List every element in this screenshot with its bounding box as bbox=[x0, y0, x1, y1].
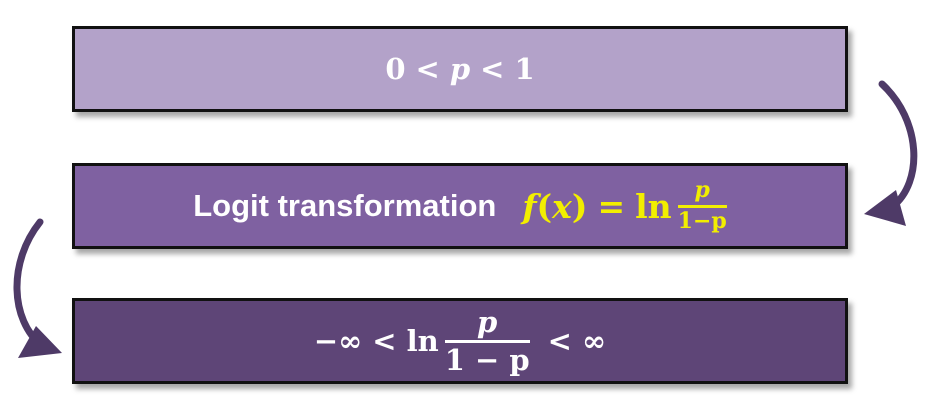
output-range-expression: −∞ < ln p 1 − p < ∞ bbox=[314, 307, 606, 375]
ln-operator: ln bbox=[406, 324, 439, 358]
less-than-symbol: < bbox=[480, 52, 505, 86]
output-range-box: −∞ < ln p 1 − p < ∞ bbox=[72, 298, 848, 384]
log-odds-fraction: p 1 − p bbox=[444, 305, 530, 377]
close-paren: ) bbox=[571, 186, 588, 226]
negative-infinity: −∞ bbox=[313, 324, 363, 358]
zero-text: 0 bbox=[385, 52, 406, 86]
one-text: 1 bbox=[514, 52, 535, 86]
less-than-symbol: < bbox=[372, 324, 397, 358]
fraction-numerator: p bbox=[694, 177, 710, 204]
open-paren: ( bbox=[536, 186, 553, 226]
input-range-box: 0 < p < 1 bbox=[72, 26, 848, 112]
less-than-symbol: < bbox=[547, 324, 572, 358]
input-range-expression: 0 < p < 1 bbox=[385, 52, 534, 86]
logit-fraction: p 1−p bbox=[677, 177, 727, 234]
less-than-symbol: < bbox=[415, 52, 440, 86]
fraction-bar bbox=[444, 339, 530, 343]
transformation-box: Logit transformation f ( x ) = ln p 1−p bbox=[72, 163, 848, 249]
fraction-numerator: p bbox=[477, 305, 498, 340]
fraction-denominator: 1−p bbox=[677, 207, 727, 234]
equals-sign: = bbox=[597, 186, 626, 226]
curved-arrow-left-down-icon bbox=[13, 218, 62, 358]
positive-infinity: ∞ bbox=[581, 324, 607, 358]
ln-operator: ln bbox=[635, 186, 672, 226]
function-name: f bbox=[522, 186, 537, 226]
curved-arrow-right-down-icon bbox=[864, 80, 918, 226]
logit-formula: f ( x ) = ln p 1−p bbox=[522, 177, 727, 234]
fraction-bar bbox=[677, 204, 727, 208]
fraction-denominator: 1 − p bbox=[444, 342, 530, 377]
p-variable: p bbox=[449, 52, 471, 86]
transformation-label: Logit transformation bbox=[193, 188, 497, 223]
x-variable: x bbox=[552, 186, 572, 226]
